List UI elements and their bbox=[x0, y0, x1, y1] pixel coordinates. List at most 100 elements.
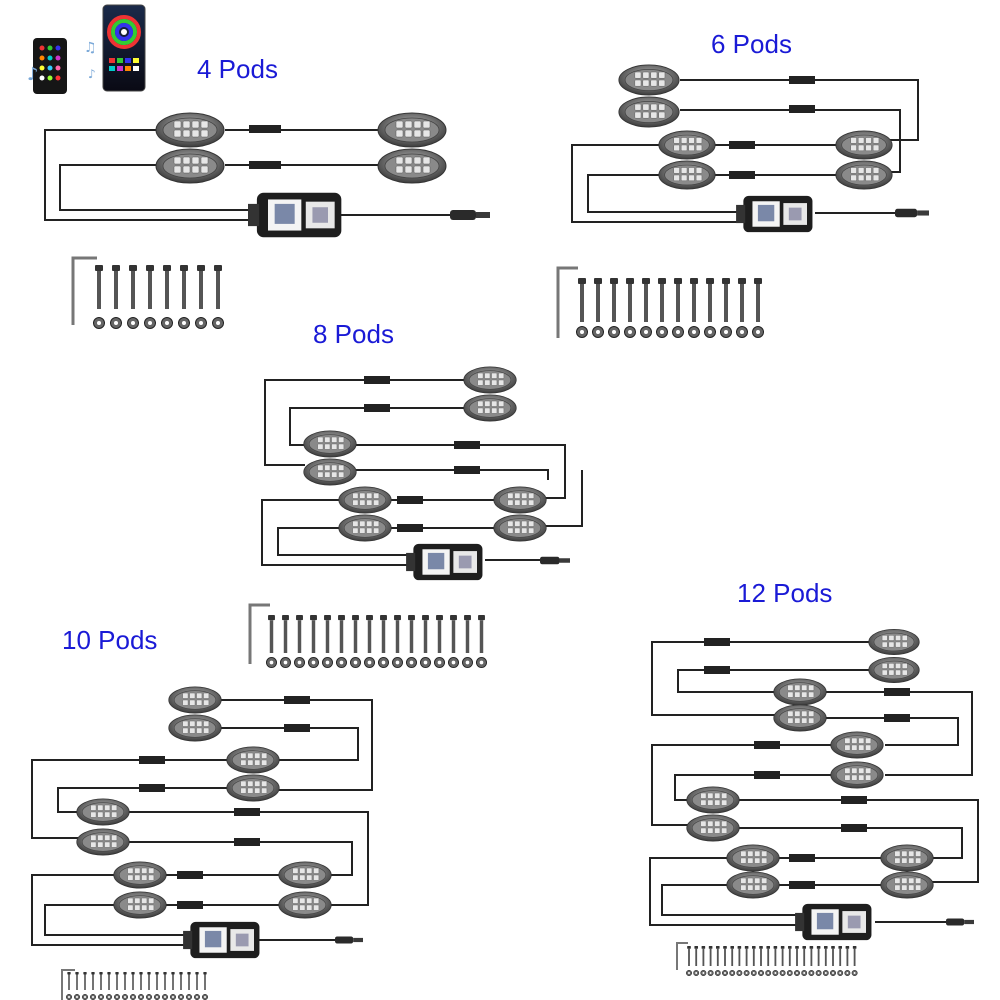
mounting-screw bbox=[642, 278, 650, 322]
hardware-set-10 bbox=[61, 969, 208, 1000]
washer bbox=[720, 326, 732, 338]
rock-light-pod bbox=[686, 814, 740, 842]
mounting-screw bbox=[722, 278, 730, 322]
washer bbox=[672, 326, 684, 338]
kit-8-pods bbox=[303, 366, 570, 581]
washer bbox=[693, 970, 700, 976]
washer bbox=[758, 970, 764, 976]
mounting-screw bbox=[366, 615, 373, 653]
rock-light-pod bbox=[835, 160, 893, 190]
rock-light-pod bbox=[303, 458, 357, 486]
washer bbox=[74, 994, 80, 1000]
washer bbox=[779, 970, 786, 976]
rock-light-pod bbox=[463, 394, 517, 422]
hardware-set-6 bbox=[556, 266, 764, 338]
controller-box bbox=[183, 921, 260, 959]
washer bbox=[130, 994, 136, 1000]
mounting-screw bbox=[464, 615, 471, 653]
washer bbox=[322, 657, 333, 668]
mounting-screw bbox=[67, 972, 71, 990]
mounting-screw bbox=[179, 972, 183, 990]
mounting-screw bbox=[690, 278, 698, 322]
mounting-screw bbox=[795, 946, 799, 966]
mounting-screw bbox=[694, 946, 699, 966]
washer bbox=[266, 657, 277, 668]
power-plug bbox=[450, 210, 490, 220]
washer bbox=[656, 326, 668, 338]
rock-light-pod bbox=[726, 844, 780, 872]
rock-light-pod bbox=[658, 130, 716, 160]
mounting-screw bbox=[436, 615, 443, 653]
mounting-screw bbox=[171, 972, 175, 990]
power-plug bbox=[540, 556, 570, 565]
remote-control-icon bbox=[33, 38, 67, 94]
phone-app-icon bbox=[102, 4, 146, 92]
mounting-screw bbox=[296, 615, 303, 653]
mounting-screw bbox=[310, 615, 317, 653]
washer bbox=[736, 326, 748, 338]
rock-light-pod bbox=[76, 828, 130, 856]
mounting-screw bbox=[658, 278, 666, 322]
mounting-screw bbox=[823, 946, 828, 966]
washer bbox=[752, 326, 764, 338]
washer bbox=[202, 994, 208, 1000]
rock-light-pod bbox=[278, 891, 332, 919]
rock-light-pod bbox=[155, 148, 225, 184]
washer bbox=[406, 657, 417, 668]
rock-light-pod bbox=[658, 160, 716, 190]
music-note-icon: ♪ ♫ ♪ bbox=[27, 40, 97, 85]
mounting-screw bbox=[380, 615, 387, 653]
hardware-set-8 bbox=[248, 603, 487, 668]
svg-text:♫: ♫ bbox=[84, 40, 97, 56]
washer bbox=[178, 994, 184, 1000]
washer bbox=[686, 970, 692, 976]
kit-label-4-pods: 4 Pods bbox=[197, 54, 278, 84]
mounting-screw bbox=[674, 278, 682, 322]
rock-light-pod bbox=[686, 786, 740, 814]
mounting-screw bbox=[754, 278, 762, 322]
washer bbox=[707, 970, 714, 976]
washer bbox=[364, 657, 375, 668]
washer bbox=[350, 657, 361, 668]
mounting-screw bbox=[802, 946, 807, 966]
mounting-screw bbox=[751, 946, 756, 966]
rock-light-pod bbox=[880, 871, 934, 899]
rock-light-pod bbox=[773, 678, 827, 706]
washer bbox=[844, 970, 851, 976]
rock-light-pod bbox=[463, 366, 517, 394]
kit-6-pods bbox=[618, 64, 929, 233]
washer bbox=[114, 994, 120, 1000]
mounting-screw bbox=[187, 972, 191, 990]
rock-light-pod bbox=[618, 64, 680, 96]
washer bbox=[434, 657, 445, 668]
mounting-screw bbox=[83, 972, 87, 990]
washer bbox=[336, 657, 347, 668]
mounting-screw bbox=[268, 615, 275, 653]
washer bbox=[801, 970, 808, 976]
rock-light-pod bbox=[155, 112, 225, 148]
mounting-screw bbox=[730, 946, 735, 966]
washer bbox=[704, 326, 716, 338]
mounting-screw bbox=[831, 946, 835, 966]
washer bbox=[170, 994, 176, 1000]
rock-light-pod bbox=[493, 486, 547, 514]
mounting-screw bbox=[766, 946, 771, 966]
mounting-screw bbox=[139, 972, 143, 990]
kit-8-pods-wiring bbox=[261, 376, 583, 566]
washer bbox=[308, 657, 319, 668]
washer bbox=[186, 994, 192, 1000]
washer bbox=[66, 994, 72, 1000]
mounting-screw bbox=[131, 972, 135, 990]
washer bbox=[743, 970, 750, 976]
mounting-screw bbox=[99, 972, 103, 990]
washer bbox=[280, 657, 291, 668]
washer bbox=[624, 326, 636, 338]
mounting-screw bbox=[852, 946, 857, 966]
mounting-screw bbox=[394, 615, 401, 653]
mounting-screw bbox=[163, 972, 167, 990]
mounting-screw bbox=[737, 946, 742, 966]
rock-light-pod bbox=[338, 514, 392, 542]
power-plug bbox=[946, 918, 974, 926]
kit-label-8-pods: 8 Pods bbox=[313, 319, 394, 349]
